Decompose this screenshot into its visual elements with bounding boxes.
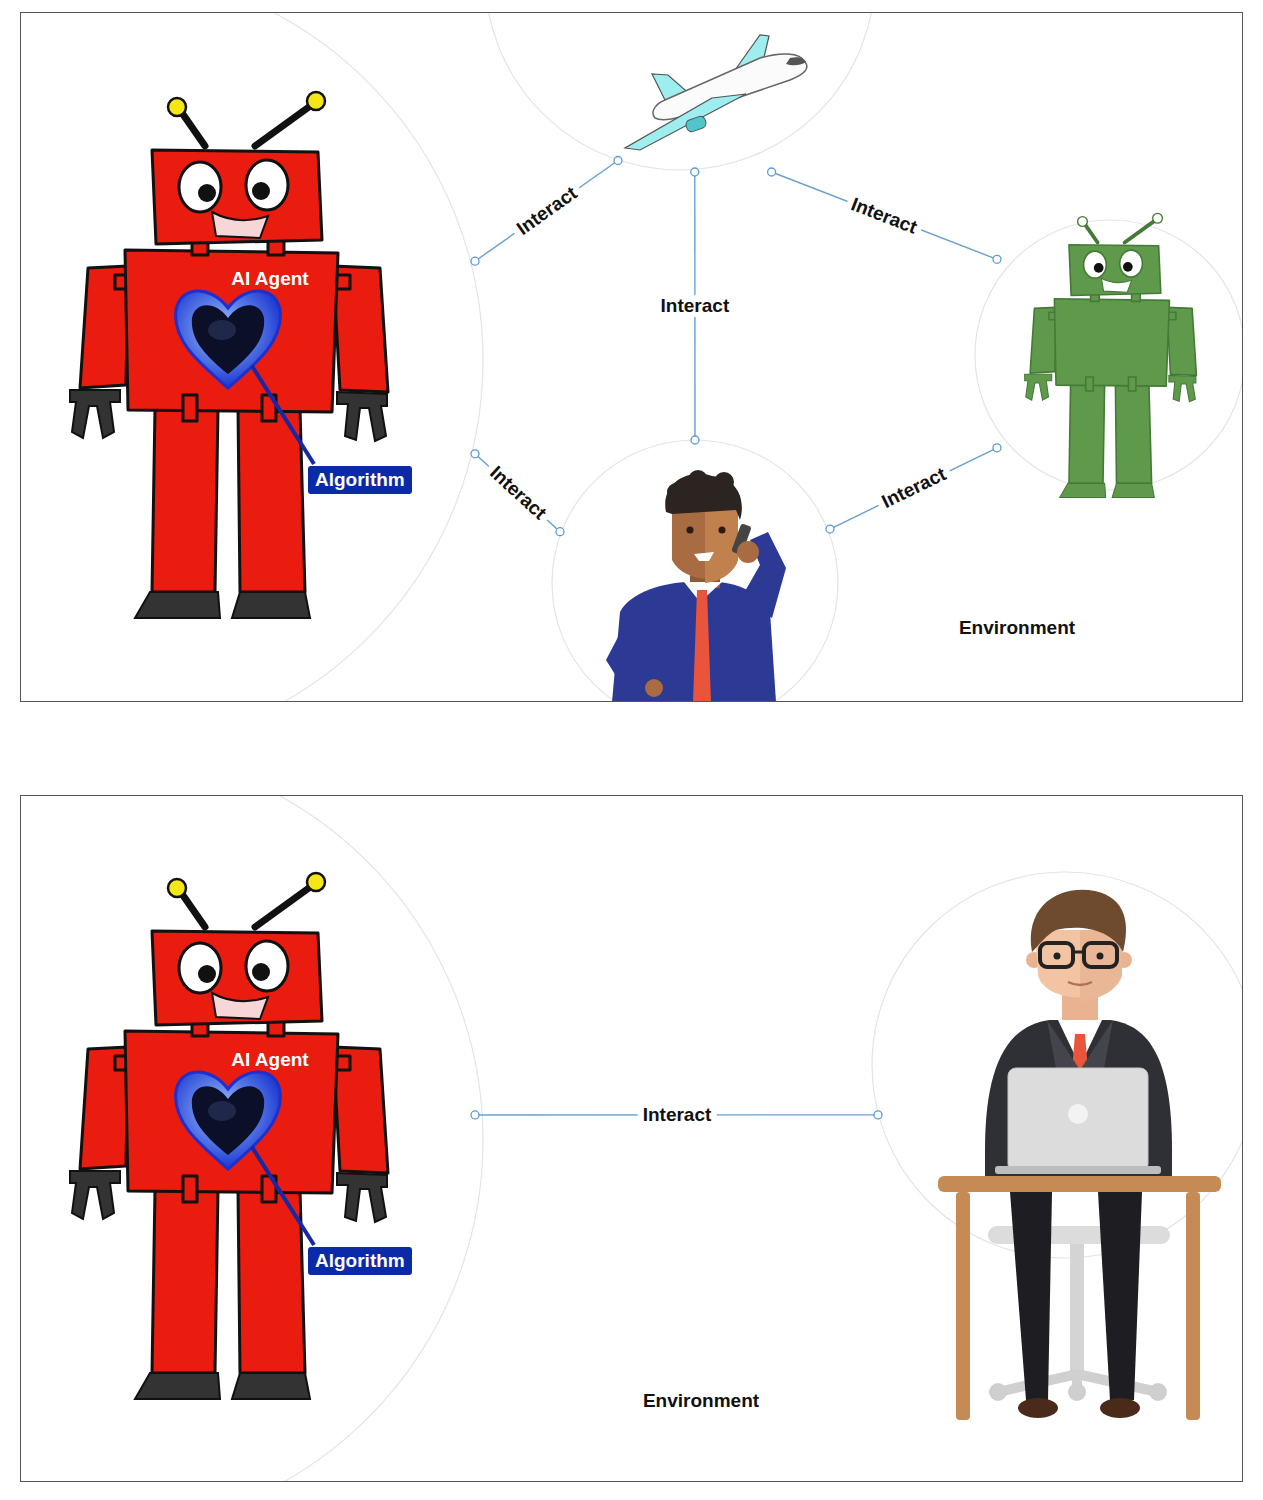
man-on-phone-part xyxy=(606,618,652,692)
scope-circles-part-part xyxy=(20,795,483,1482)
red-robot xyxy=(70,873,388,1399)
man-at-laptop-part xyxy=(1010,1192,1052,1400)
connector-end-dot xyxy=(556,528,564,536)
man-at-laptop-part xyxy=(938,1176,1221,1192)
man-on-phone-part xyxy=(667,483,685,501)
man-at-laptop-part xyxy=(995,1166,1161,1174)
edge-label: Interact xyxy=(844,191,925,240)
connector-end-dot xyxy=(826,525,834,533)
man-at-laptop-part xyxy=(1068,1104,1088,1124)
red-robot-part xyxy=(176,291,314,464)
connector-line xyxy=(475,160,618,261)
algorithm-label: Algorithm xyxy=(308,466,412,494)
man-at-laptop-part xyxy=(956,1192,970,1420)
connector-end-dot xyxy=(471,1111,479,1119)
red-robot-part xyxy=(70,873,388,1399)
man-at-laptop-part xyxy=(1054,953,1061,960)
edge-label: Interact xyxy=(873,461,953,515)
agent-figure: AI AgentAlgorithm xyxy=(65,90,475,625)
environment-label: Environment xyxy=(959,616,1075,640)
connector-end-dot xyxy=(471,450,479,458)
scope-circles-part-part xyxy=(20,12,483,702)
interaction-connector xyxy=(471,450,564,536)
man-at-laptop xyxy=(938,890,1221,1420)
green-robot xyxy=(1025,213,1197,497)
man-at-laptop-part xyxy=(1073,951,1084,954)
man-at-laptop-part xyxy=(1040,943,1073,967)
connector-end-dot xyxy=(471,257,479,265)
man-at-laptop-part xyxy=(1070,1244,1084,1374)
airplane-part xyxy=(625,94,746,150)
connector-end-dot xyxy=(993,444,1001,452)
green-robot-part xyxy=(1025,213,1197,497)
man-at-laptop-part xyxy=(985,1020,1172,1180)
connector-end-dot xyxy=(993,255,1001,263)
man-on-phone xyxy=(606,470,786,702)
man-on-phone-part xyxy=(645,679,663,697)
airplane-part xyxy=(685,115,708,133)
man-at-laptop-part xyxy=(989,1383,1007,1401)
connector-end-dot xyxy=(614,156,622,164)
connector-end-dot xyxy=(768,168,776,176)
man-at-laptop-part xyxy=(1100,1398,1140,1418)
scope-circles-part-part xyxy=(552,440,838,702)
man-on-phone-part xyxy=(687,527,694,534)
connector-end-dot xyxy=(691,168,699,176)
man-at-laptop-part xyxy=(1186,1192,1200,1420)
red-robot-part xyxy=(70,92,388,618)
connector-line xyxy=(475,454,560,532)
interaction-connector xyxy=(768,168,1001,263)
interaction-connector xyxy=(471,156,622,265)
environment-label: Environment xyxy=(643,1389,759,1413)
red-robot-part xyxy=(176,1072,314,1245)
environment-panel: Environment AI AgentAlgorithm xyxy=(20,795,1243,1482)
airplane xyxy=(625,35,807,150)
scope-circles-part-part xyxy=(485,12,875,170)
man-on-phone-part xyxy=(719,527,726,534)
algorithm-label: Algorithm xyxy=(308,1247,412,1275)
edge-label: Interact xyxy=(508,179,585,242)
man-at-laptop-part xyxy=(1084,943,1117,967)
airplane-node xyxy=(618,28,810,172)
man-at-laptop-part xyxy=(1068,982,1092,985)
man-at-laptop-part xyxy=(1018,1398,1058,1418)
connector-line xyxy=(830,448,997,529)
man-on-phone-part xyxy=(694,552,714,561)
man-on-phone-part xyxy=(693,590,711,702)
connector-line xyxy=(772,172,997,259)
agent-label: AI Agent xyxy=(231,267,308,291)
man-on-phone-part xyxy=(705,505,738,583)
man-on-phone-part xyxy=(737,541,759,563)
man-at-laptop-part xyxy=(1008,1068,1148,1172)
man-at-laptop-part xyxy=(1149,1383,1167,1401)
person-node xyxy=(560,440,830,702)
agent-label: AI Agent xyxy=(231,1048,308,1072)
scope-circles-part xyxy=(20,12,1243,702)
airplane-part xyxy=(786,57,806,65)
person-node xyxy=(878,880,1230,1425)
man-at-laptop-part xyxy=(1098,1192,1142,1400)
agent-figure: AI AgentAlgorithm xyxy=(65,871,475,1406)
red-robot xyxy=(70,92,388,618)
edge-label: Interact xyxy=(656,295,735,317)
scope-circles-part xyxy=(20,795,1243,1482)
connector-end-dot xyxy=(874,1111,882,1119)
man-on-phone-part xyxy=(688,470,708,490)
robot-node xyxy=(997,210,1243,500)
connector-end-dot xyxy=(691,436,699,444)
edge-label: Interact xyxy=(481,458,554,527)
man-at-laptop-part xyxy=(1068,1383,1086,1401)
interaction-connector xyxy=(826,444,1001,533)
man-on-phone-part xyxy=(714,472,734,492)
edge-label: Interact xyxy=(637,1104,716,1126)
man-at-laptop-part xyxy=(1097,953,1104,960)
airplane-part xyxy=(653,54,807,120)
environment-panel: Environment AI AgentAlgorithm xyxy=(20,12,1243,702)
